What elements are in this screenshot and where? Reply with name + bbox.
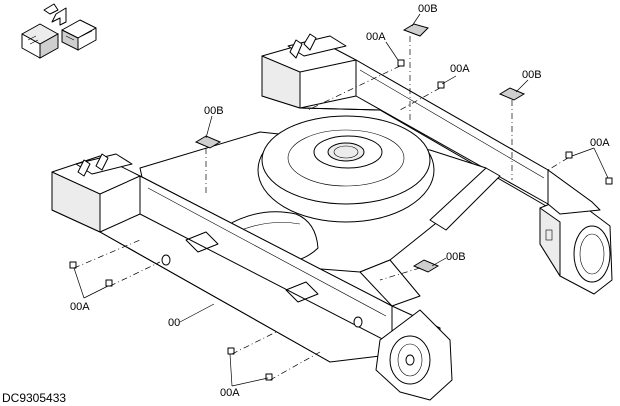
callout-00b-right: 00B bbox=[522, 69, 542, 81]
drawing-code: DC9305433 bbox=[2, 391, 66, 405]
callout-00b-left: 00B bbox=[204, 105, 224, 117]
leader-lines bbox=[73, 13, 609, 387]
callout-00: 00 bbox=[168, 317, 180, 329]
cover-plate-right bbox=[498, 87, 526, 101]
cover-plate-top bbox=[402, 23, 429, 37]
callout-00a-bottom: 00A bbox=[220, 387, 240, 399]
bolts bbox=[69, 59, 613, 381]
cover-plate-left bbox=[194, 135, 222, 149]
callout-00a-top: 00A bbox=[366, 31, 386, 43]
callout-00a-right-top: 00A bbox=[450, 63, 470, 75]
callout-00b-top: 00B bbox=[418, 3, 438, 15]
callout-00a-left: 00A bbox=[70, 301, 90, 313]
callout-00a-right-mid: 00A bbox=[590, 137, 610, 149]
callout-00b-mid: 00B bbox=[446, 251, 466, 263]
center-lines bbox=[73, 36, 569, 381]
cover-plate-mid bbox=[412, 259, 440, 273]
track-frame bbox=[51, 33, 613, 401]
cover-plates bbox=[194, 23, 526, 273]
orientation-icon bbox=[21, 3, 97, 59]
